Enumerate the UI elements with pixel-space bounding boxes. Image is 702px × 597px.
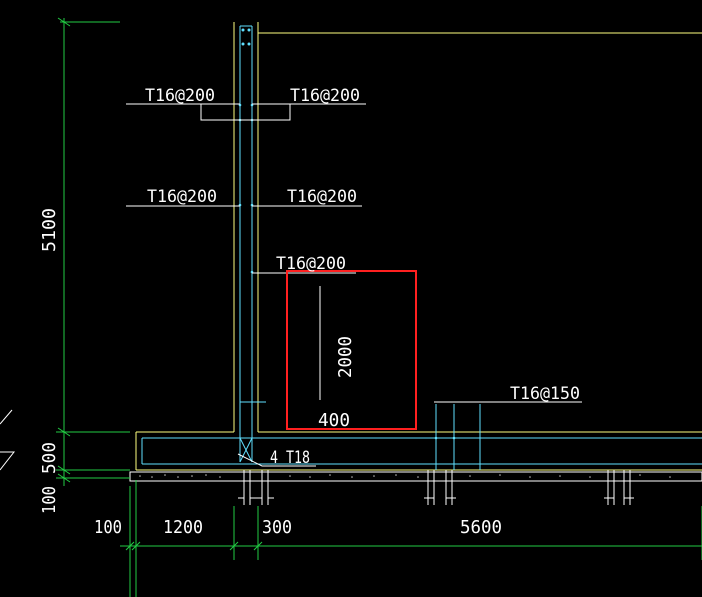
rebar-label-mid-right: T16@200 — [287, 187, 357, 207]
rebar-label-slab-top: T16@150 — [510, 384, 580, 404]
dim-bottom-5600: 5600 — [460, 517, 502, 538]
base-hatch — [139, 474, 671, 478]
base-lean-concrete — [129, 471, 702, 482]
rebar-label-lower-inner: T16@200 — [276, 254, 346, 274]
section-marks — [0, 409, 16, 471]
rebar-label-upper-left: T16@200 — [145, 86, 215, 106]
dim-slab-thickness: 500 — [39, 442, 60, 474]
dim-bottom-300: 300 — [262, 517, 292, 538]
dim-wall-height: 5100 — [39, 208, 60, 252]
rebar-label-corner-bars: 4 T18 — [270, 448, 310, 468]
rebar-label-mid-left: T16@200 — [147, 187, 217, 207]
dim-base-thickness: 100 — [39, 486, 60, 514]
highlight-dim-horizontal: 400 — [318, 410, 350, 431]
label-leaders — [126, 103, 582, 467]
dim-bottom-1200: 1200 — [163, 517, 203, 538]
rebar — [141, 25, 702, 470]
dimension-lines — [56, 17, 702, 597]
highlight-box[interactable] — [286, 270, 417, 430]
concrete-outline — [135, 22, 702, 471]
highlight-dim-vertical: 2000 — [335, 336, 356, 378]
rebar-label-upper-right: T16@200 — [290, 86, 360, 106]
pile-sections — [238, 470, 634, 505]
dim-bottom-100: 100 — [94, 517, 122, 538]
